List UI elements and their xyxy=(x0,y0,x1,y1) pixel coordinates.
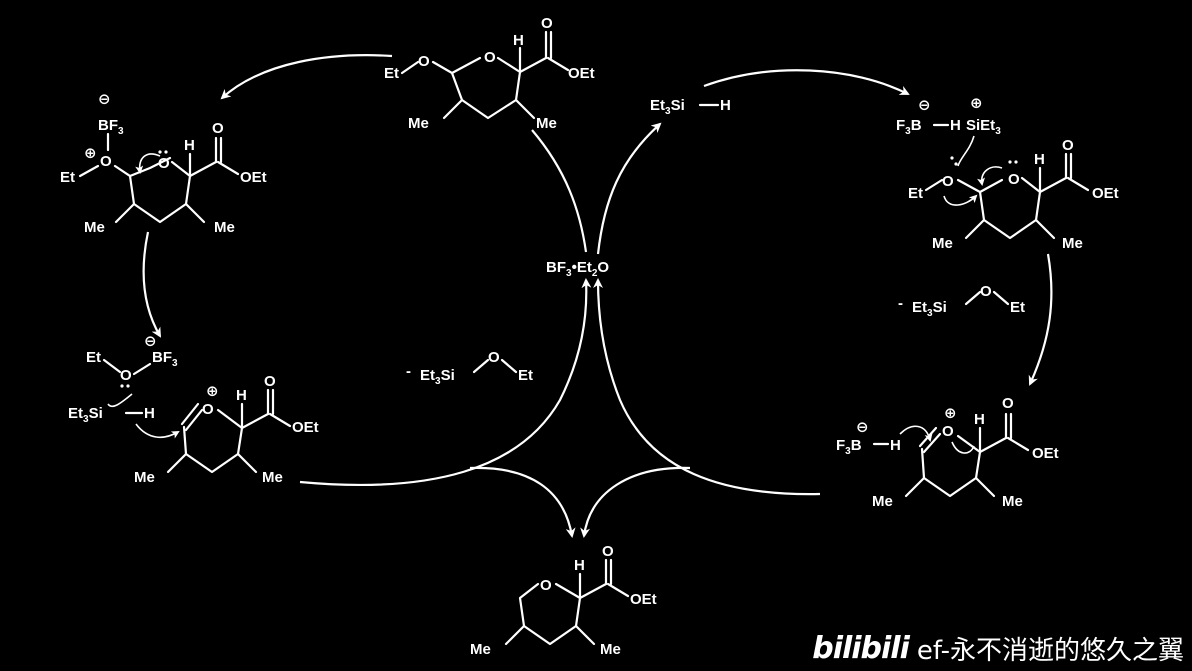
svg-text:-: - xyxy=(898,295,903,312)
svg-text:Me: Me xyxy=(84,219,105,236)
svg-text:⊕: ⊕ xyxy=(970,95,983,112)
svg-text:H: H xyxy=(144,405,155,422)
silyl-ether-left: - Et3Si O Et xyxy=(406,349,533,387)
svg-text:OEt: OEt xyxy=(630,591,657,608)
arc-left-return xyxy=(299,278,592,487)
borohydride-silylium-complex: ⊖ F3B H ⊕ SiEt3 Et O O H O OEt Me Me xyxy=(896,95,1119,252)
svg-text:H: H xyxy=(513,32,524,49)
svg-text:Me: Me xyxy=(1062,235,1083,252)
svg-text:O: O xyxy=(1002,395,1014,412)
svg-text:H: H xyxy=(184,137,195,154)
svg-text:Me: Me xyxy=(470,641,491,658)
svg-text:H: H xyxy=(950,117,961,134)
svg-text:H: H xyxy=(236,387,247,404)
arrow-to-product-right xyxy=(580,466,691,538)
right-oxocarbenium: ⊖ F3B H ⊕ O H O OEt Me Me xyxy=(836,395,1059,510)
svg-text:Et3Si: Et3Si xyxy=(912,299,947,319)
svg-text:O: O xyxy=(602,543,614,560)
catalyst-label: BF3•Et2O xyxy=(546,259,609,279)
arrow-top-right xyxy=(703,69,910,95)
product: O H O OEt Me Me xyxy=(470,543,657,658)
svg-text:O: O xyxy=(202,401,214,418)
bilibili-logo: bilibili xyxy=(812,630,910,666)
svg-text:Me: Me xyxy=(600,641,621,658)
svg-text:H: H xyxy=(1034,151,1045,168)
svg-text:SiEt3: SiEt3 xyxy=(966,117,1001,137)
svg-text:Me: Me xyxy=(262,469,283,486)
svg-text:⊕: ⊕ xyxy=(84,145,97,162)
svg-text:O: O xyxy=(484,49,496,66)
svg-text:O: O xyxy=(942,423,954,440)
svg-text:H: H xyxy=(974,411,985,428)
svg-text:O: O xyxy=(120,367,132,384)
svg-text:O: O xyxy=(942,173,954,190)
arc-right-return xyxy=(593,278,821,496)
arrow-to-product-left xyxy=(469,466,576,538)
arrow-right-down xyxy=(1028,253,1053,386)
svg-text:Me: Me xyxy=(932,235,953,252)
svg-text:H: H xyxy=(720,97,731,114)
triethylsilane: Et3Si H xyxy=(650,97,731,117)
svg-text:Et: Et xyxy=(908,185,923,202)
svg-text:F3B: F3B xyxy=(896,117,922,137)
svg-text:Me: Me xyxy=(408,115,429,132)
svg-text:H: H xyxy=(574,557,585,574)
svg-text:OEt: OEt xyxy=(568,65,595,82)
svg-text:O: O xyxy=(980,283,992,300)
svg-text:Et: Et xyxy=(384,65,399,82)
svg-text:BF3: BF3 xyxy=(98,117,124,137)
bf3-activated-acetal: ⊖ BF3 ⊕ O Et O H O OEt Me Me xyxy=(60,91,267,236)
svg-text:Et: Et xyxy=(60,169,75,186)
arc-catalyst-to-silane xyxy=(596,122,662,255)
left-oxocarbenium: Et O ⊖ BF3 Et3Si H ⊕ O H O OEt Me Me xyxy=(68,333,319,486)
arc-sm-to-catalyst xyxy=(531,129,588,253)
svg-text:OEt: OEt xyxy=(1092,185,1119,202)
svg-text:Et3Si: Et3Si xyxy=(420,367,455,387)
watermark: bilibili ef-永不消逝的悠久之翼 xyxy=(812,630,1184,666)
svg-text:Me: Me xyxy=(1002,493,1023,510)
svg-text:Me: Me xyxy=(214,219,235,236)
starting-material: Et O O H O OEt Me Me xyxy=(384,15,595,132)
svg-text:Me: Me xyxy=(134,469,155,486)
silyl-ether-right: - Et3Si O Et xyxy=(898,283,1025,319)
svg-text:Et3Si: Et3Si xyxy=(68,405,103,425)
arrow-top-left xyxy=(220,54,393,100)
watermark-author: ef-永不消逝的悠久之翼 xyxy=(916,635,1184,666)
svg-text:Et: Et xyxy=(86,349,101,366)
svg-text:O: O xyxy=(488,349,500,366)
svg-text:O: O xyxy=(540,577,552,594)
svg-text:OEt: OEt xyxy=(292,419,319,436)
svg-text:-: - xyxy=(406,363,411,380)
svg-text:O: O xyxy=(212,120,224,137)
svg-text:⊖: ⊖ xyxy=(98,91,111,108)
svg-text:Et: Et xyxy=(1010,299,1025,316)
cycle-arrows xyxy=(142,54,1053,538)
svg-text:Me: Me xyxy=(872,493,893,510)
svg-text:⊖: ⊖ xyxy=(144,333,157,350)
svg-text:BF3•Et2O: BF3•Et2O xyxy=(546,259,609,279)
svg-text:O: O xyxy=(100,153,112,170)
svg-text:O: O xyxy=(158,155,170,172)
svg-text:BF3: BF3 xyxy=(152,349,178,369)
svg-text:O: O xyxy=(541,15,553,32)
svg-text:O: O xyxy=(1062,137,1074,154)
svg-text:⊕: ⊕ xyxy=(944,405,957,422)
svg-text:O: O xyxy=(1008,171,1020,188)
svg-text:Et: Et xyxy=(518,367,533,384)
svg-text:Et3Si: Et3Si xyxy=(650,97,685,117)
svg-text:H: H xyxy=(890,437,901,454)
svg-text:Me: Me xyxy=(536,115,557,132)
svg-text:O: O xyxy=(418,53,430,70)
arrow-left-down xyxy=(142,231,162,338)
svg-text:O: O xyxy=(264,373,276,390)
svg-text:⊕: ⊕ xyxy=(206,383,219,400)
svg-text:⊖: ⊖ xyxy=(918,97,931,114)
svg-text:F3B: F3B xyxy=(836,437,862,457)
svg-text:OEt: OEt xyxy=(1032,445,1059,462)
svg-text:⊖: ⊖ xyxy=(856,419,869,436)
svg-text:OEt: OEt xyxy=(240,169,267,186)
